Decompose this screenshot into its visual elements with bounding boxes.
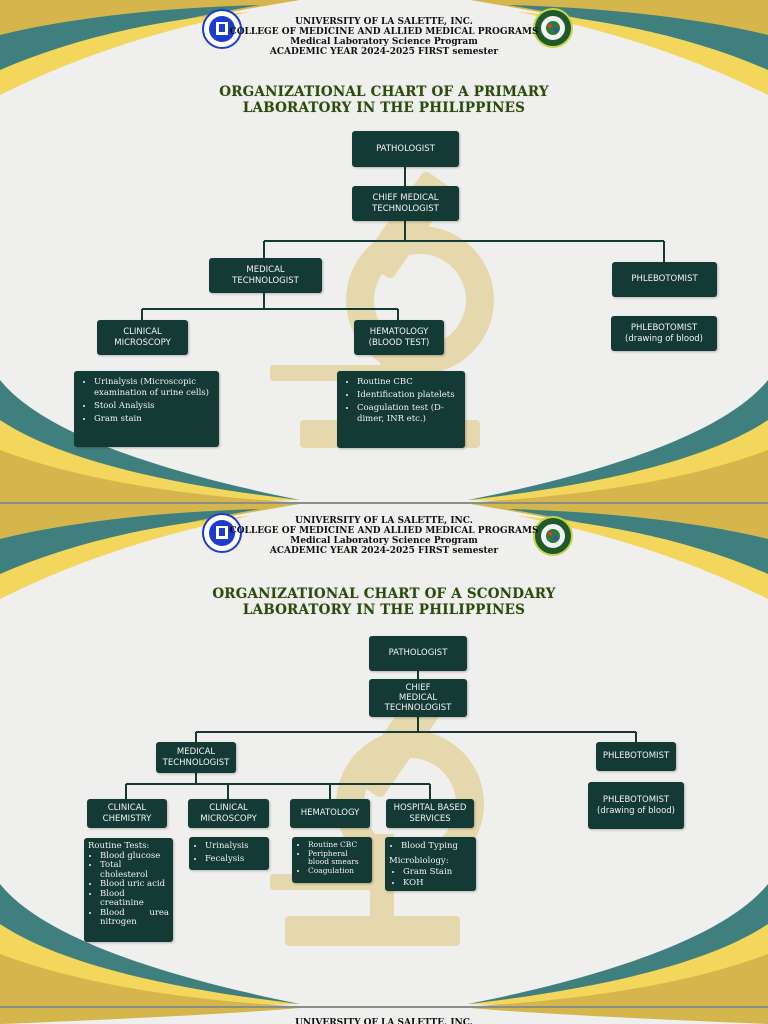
hematology-node: HEMATOLOGY (BLOOD TEST) xyxy=(354,320,444,355)
list-item: Identification platelets xyxy=(357,390,459,401)
microscopy-tests-list: Urinalysis Fecalysis xyxy=(189,837,269,870)
microscopy-tests-list: Urinalysis (Microscopic examination of u… xyxy=(74,371,219,447)
list-item: Coagulation test (D-dimer, INR etc.) xyxy=(357,403,459,425)
chart-connectors xyxy=(141,167,665,320)
list-item: Peripheral blood smears xyxy=(308,849,368,867)
list-heading: Routine Tests: xyxy=(88,841,150,851)
list-item: Blood Typing xyxy=(401,841,472,852)
header-academic-year: ACADEMIC YEAR 2024-2025 FIRST semester xyxy=(269,546,499,556)
primary-page: UNIVERSITY OF LA SALETTE, INC. COLLEGE O… xyxy=(0,0,768,502)
hematology-node: HEMATOLOGY xyxy=(290,799,370,828)
list-item: KOH xyxy=(403,878,472,889)
list-item: Gram Stain xyxy=(403,867,472,878)
header-program: Medical Laboratory Science Program xyxy=(290,37,478,47)
secondary-page: UNIVERSITY OF LA SALETTE, INC. COLLEGE O… xyxy=(0,504,768,1006)
list-item: Coagulation xyxy=(308,866,368,876)
hematology-tests-list: Routine CBC Identification platelets Coa… xyxy=(337,371,465,448)
third-page-partial: UNIVERSITY OF LA SALETTE, INC. xyxy=(0,1008,768,1024)
header-university: UNIVERSITY OF LA SALETTE, INC. xyxy=(295,17,473,27)
pathologist-node: PATHOLOGIST xyxy=(352,131,459,167)
header-university: UNIVERSITY OF LA SALETTE, INC. xyxy=(295,516,473,526)
medtech-node: MEDICAL TECHNOLOGIST xyxy=(209,258,322,293)
college-seal-icon xyxy=(533,8,573,48)
list-item: Blood creatinine xyxy=(100,889,169,909)
phlebotomist-detail-node: PHLEBOTOMIST (drawing of blood) xyxy=(611,316,717,351)
chief-medtech-node: CHIEF MEDICAL TECHNOLOGIST xyxy=(369,679,467,717)
phlebotomist-detail-node: PHLEBOTOMIST (drawing of blood) xyxy=(588,782,684,829)
hospital-services-list: Blood Typing Microbiology: Gram Stain KO… xyxy=(385,837,476,891)
clinical-microscopy-node: CLINICAL MICROSCOPY xyxy=(97,320,188,355)
list-item: Urinalysis (Microscopic examination of u… xyxy=(94,377,213,399)
list-item: Stool Analysis xyxy=(94,401,213,412)
chart-connectors xyxy=(125,671,637,799)
list-item: Fecalysis xyxy=(205,854,265,865)
college-seal-icon xyxy=(533,516,573,556)
list-item: Total cholesterol xyxy=(100,860,169,880)
chemistry-tests-list: Routine Tests: Blood glucose Total chole… xyxy=(84,838,173,942)
header-university: UNIVERSITY OF LA SALETTE, INC. xyxy=(295,1018,473,1024)
list-item: Blood urea nitrogen xyxy=(100,908,169,928)
list-item: Urinalysis xyxy=(205,841,265,852)
phlebotomist-node: PHLEBOTOMIST xyxy=(596,742,676,771)
list-item: Blood glucose xyxy=(100,851,169,862)
header-program: Medical Laboratory Science Program xyxy=(290,536,478,546)
list-item: Routine CBC xyxy=(308,840,368,850)
page-title: ORGANIZATIONAL CHART OF A PRIMARY LABORA… xyxy=(219,84,549,116)
list-item: Gram stain xyxy=(94,414,213,425)
list-heading: Microbiology: xyxy=(389,856,449,866)
pathologist-node: PATHOLOGIST xyxy=(369,636,467,671)
list-item: Routine CBC xyxy=(357,377,459,388)
decorative-waves xyxy=(0,504,768,1006)
university-seal-icon xyxy=(202,9,242,49)
decorative-waves xyxy=(0,1008,768,1024)
hematology-tests-list: Routine CBC Peripheral blood smears Coag… xyxy=(292,837,372,883)
header-block: UNIVERSITY OF LA SALETTE, INC. COLLEGE O… xyxy=(0,17,768,57)
university-seal-icon xyxy=(202,513,242,553)
list-item: Blood uric acid xyxy=(100,879,169,890)
phlebotomist-node: PHLEBOTOMIST xyxy=(612,262,717,297)
clinical-chemistry-node: CLINICAL CHEMISTRY xyxy=(87,799,167,828)
page-title: ORGANIZATIONAL CHART OF A SCONDARY LABOR… xyxy=(212,586,556,618)
header-academic-year: ACADEMIC YEAR 2024-2025 FIRST semester xyxy=(269,47,499,57)
medtech-node: MEDICAL TECHNOLOGIST xyxy=(156,742,236,773)
header-block: UNIVERSITY OF LA SALETTE, INC. COLLEGE O… xyxy=(0,516,768,556)
clinical-microscopy-node: CLINICAL MICROSCOPY xyxy=(188,799,269,828)
header-college: COLLEGE OF MEDICINE AND ALLIED MEDICAL P… xyxy=(229,526,539,536)
header-college: COLLEGE OF MEDICINE AND ALLIED MEDICAL P… xyxy=(229,27,539,37)
chief-medtech-node: CHIEF MEDICAL TECHNOLOGIST xyxy=(352,186,459,221)
hospital-based-services-node: HOSPITAL BASED SERVICES xyxy=(386,799,474,828)
